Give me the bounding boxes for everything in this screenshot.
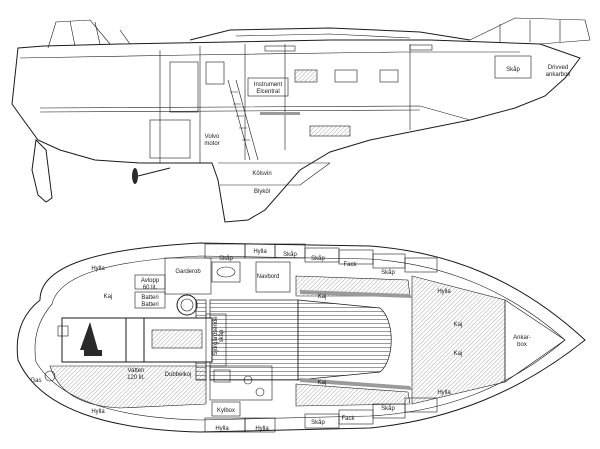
- label-sjorgardaende: Sjörgårdsende: [212, 316, 219, 356]
- batteri-box: [134, 291, 166, 309]
- window-1: [294, 69, 318, 83]
- label-garderob: Garderob: [175, 269, 201, 275]
- engine-box: [149, 119, 191, 159]
- label-gas: Gas: [30, 378, 41, 384]
- label-batteri-1: Batteri: [141, 295, 158, 301]
- label-skap-top-4: Skåp: [381, 269, 395, 276]
- label-kaj-port: Kaj: [318, 380, 327, 386]
- hull-outline: [11, 39, 581, 223]
- label-fack-bottom: Fack: [341, 416, 355, 422]
- label-avlopp-vol: 60 lit.: [143, 285, 158, 291]
- label-skap-bow: Skåp: [506, 66, 520, 73]
- label-ankarbox-1: Ankar-: [513, 335, 531, 341]
- label-navbord: Navbord: [257, 274, 280, 280]
- label-batteri-2: Batteri: [141, 302, 158, 308]
- label-skap-top-2: Skåp: [283, 251, 297, 258]
- plan-view: Hylla Kaj Garderob Avlopp 60 lit. Batter…: [16, 242, 586, 433]
- settee-bin: [309, 125, 351, 137]
- lazarette-window: [205, 61, 225, 85]
- label-hylla-bottom-left: Hylla: [91, 409, 105, 415]
- label-hylla-bottom-1: Hylla: [215, 426, 229, 432]
- plan-hull-outline: [16, 242, 586, 433]
- label-motor: motor: [204, 141, 219, 147]
- propeller: [132, 168, 138, 184]
- washbasin: [211, 261, 241, 283]
- label-drivved: Drivved: [548, 65, 568, 71]
- top-lockers: [204, 243, 438, 273]
- label-kaj-stbd: Kaj: [318, 294, 327, 300]
- forepeak: [504, 299, 566, 383]
- label-kaj-aft: Kaj: [104, 294, 113, 300]
- kylbox-box: [211, 401, 241, 417]
- label-skap-sjo: skåp: [218, 329, 225, 342]
- label-skap-top-3: Skåp: [311, 255, 325, 262]
- profile-view: Skåp Drivved ankarbox Instrument Elcentr…: [11, 17, 591, 223]
- label-hylla-top-left: Hylla: [91, 266, 105, 272]
- label-vatten-vol: 120 lit.: [127, 375, 145, 381]
- companionway-ladder: [227, 79, 259, 161]
- label-avlopp: Avlopp: [141, 278, 160, 284]
- label-ankarbox-2: box: [517, 342, 527, 348]
- stove-burner-1: [243, 375, 253, 385]
- window-3: [379, 69, 399, 83]
- garderob: [164, 257, 212, 295]
- avlopp-tank: [134, 274, 166, 290]
- toilet: [176, 294, 198, 316]
- cabin-top: [189, 27, 471, 41]
- label-kaj-v-bottom: Kaj: [454, 351, 463, 357]
- label-fack-top: Fack: [343, 262, 357, 268]
- instrument-panel-box: [247, 77, 289, 97]
- label-kylbox: Kylbox: [217, 408, 235, 414]
- label-skap-top-1: Skåp: [219, 255, 233, 262]
- label-kolsvin: Kölsvin: [252, 171, 271, 177]
- label-hylla-top-right: Hylla: [437, 289, 451, 295]
- label-hylla-bottom-right: Hylla: [437, 390, 451, 396]
- label-skap-bottom-2: Skåp: [381, 405, 395, 412]
- galley: [209, 365, 273, 401]
- rudder: [31, 138, 53, 203]
- window-2: [334, 69, 358, 83]
- label-elcentral: Elcentral: [256, 89, 279, 95]
- label-hylla-bottom-2: Hylla: [255, 426, 269, 432]
- bow-locker: [494, 55, 532, 79]
- label-volvo: Volvo: [205, 134, 220, 140]
- label-vatten: Vatten: [128, 368, 145, 374]
- saloon-sole: [297, 299, 392, 381]
- cockpit-sole: [209, 299, 299, 381]
- label-ankarbox: ankarbox: [546, 72, 571, 78]
- label-hylla-top-1: Hylla: [253, 249, 267, 255]
- gas-bottle: [44, 370, 56, 382]
- stove-burner-2: [255, 387, 265, 397]
- label-blykol: Blyköl: [254, 189, 270, 195]
- label-kaj-v-top: Kaj: [454, 322, 463, 328]
- label-instrument: Instrument: [254, 82, 283, 88]
- label-dubbelkoj: Dubbelkoj: [165, 372, 192, 378]
- label-skap-bottom-1: Skåp: [311, 419, 325, 426]
- nav-table: [255, 261, 291, 293]
- saloon-table: [205, 313, 227, 367]
- stern-pulpit: [47, 19, 111, 49]
- bottom-lockers: [204, 397, 438, 433]
